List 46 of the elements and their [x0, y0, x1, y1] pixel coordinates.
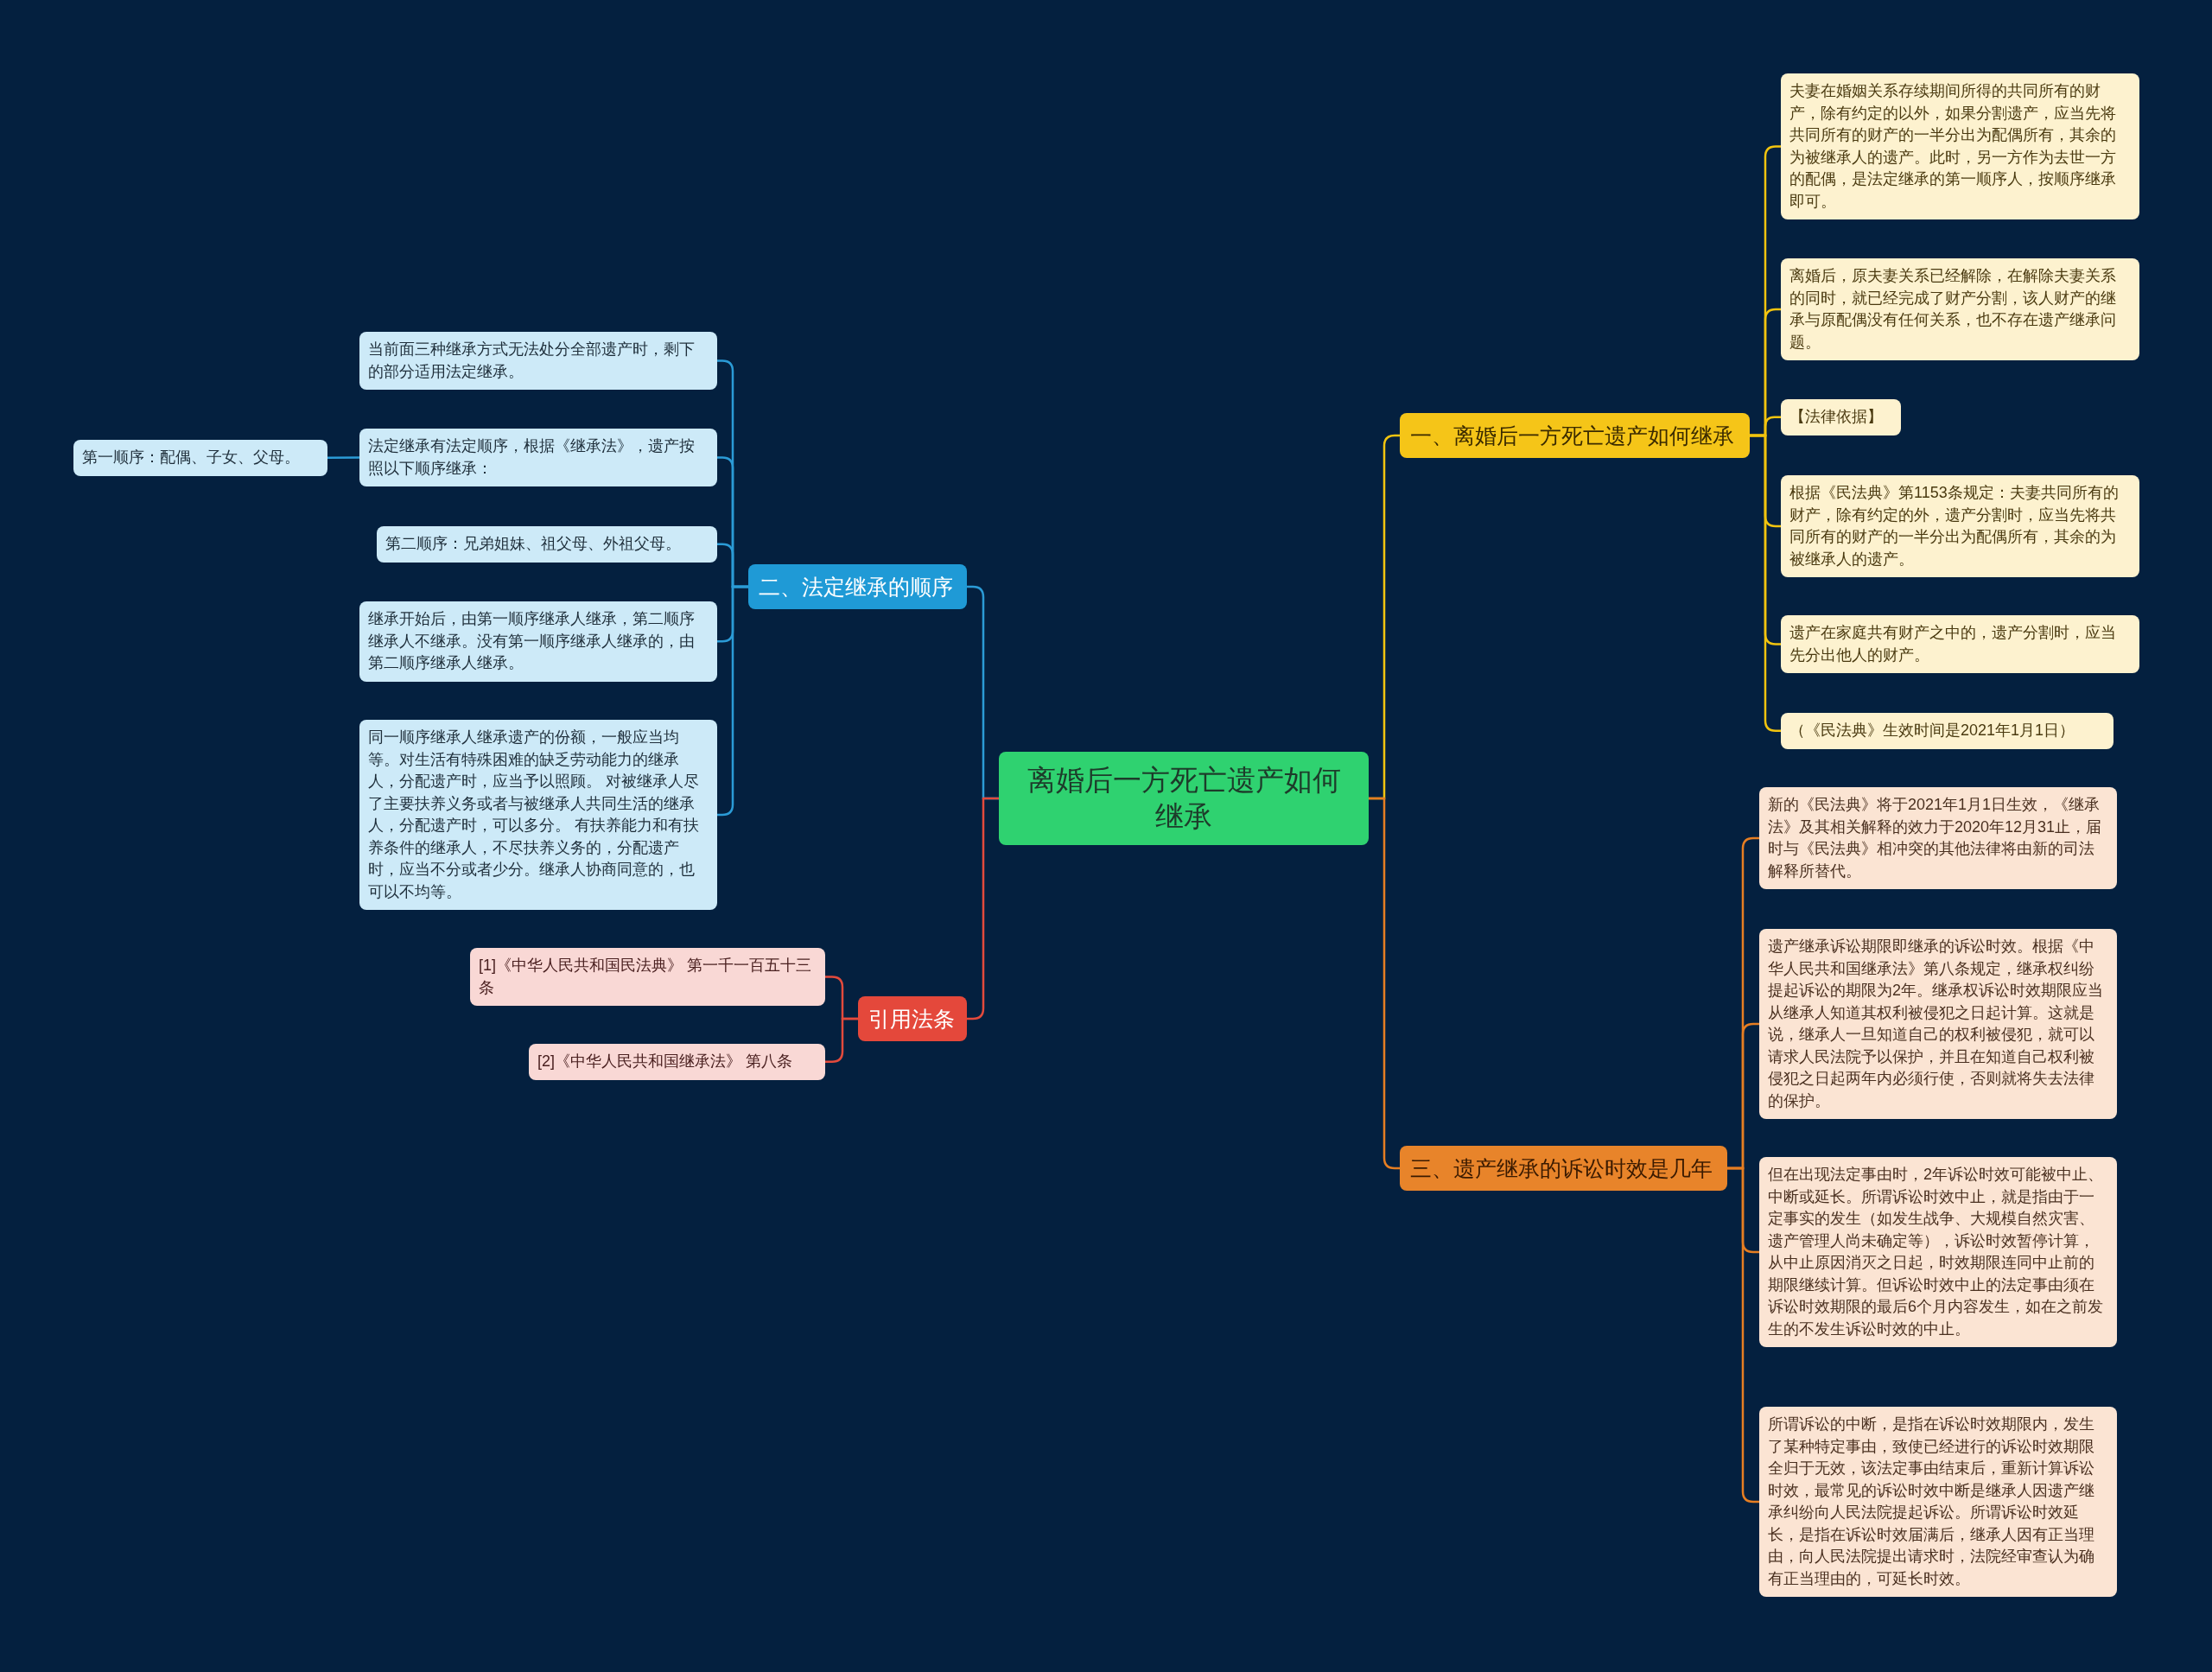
subtopic-box [1781, 258, 2139, 360]
topic-text: [2]《中华人民共和国继承法》 第八条 [537, 1052, 793, 1071]
topic-text: 但在出现法定事由时，2年诉讼时效可能被中止、中断或延长。所谓诉讼时效中止，就是指由于一定事实的发生（如发生战争、大规模自然灾害、遗产管理人尚未确定等），诉讼时效暂停计算，从中止原因消灭之日起，时效期限连同中止前的期限继续计算。但诉讼时效中止的法定事由须在诉讼时效期限的最后6个月内容发生，如在之前发生的不发生诉讼时效的中止。 [1768, 1165, 2104, 1339]
branch-topic-box [1400, 1146, 1727, 1191]
subtopic-box [1759, 1407, 2117, 1597]
subtopic-box [359, 601, 717, 682]
branch-topic-box [748, 564, 967, 609]
subtopic-box [1759, 787, 2117, 889]
subtopic-box [377, 526, 717, 563]
topic-text: 第二顺序：兄弟姐妹、祖父母、外祖父母。 [385, 534, 682, 554]
topic-text: 新的《民法典》将于2021年1月1日生效，《继承法》及其相关解释的效力于2020年12月31止，届时与《民法典》相冲突的其他法律将由新的司法解释所替代。 [1768, 795, 2103, 881]
connector-line [967, 797, 999, 1020]
central-topic-box [999, 752, 1369, 845]
topic-text: 同一顺序继承人继承遗产的份额，一般应当均等。对生活有特殊困难的缺乏劳动能力的继承人，分配遗产时，应当予以照顾。 对被继承人尽了主要扶养义务或者与被继承人共同生活的继承人，分配遗产时，可以多分。 有扶养能力和有扶养条件的继承人，不尽扶养义务的，分配遗产时，应当不分或者少分。继承人协商同意的，也可以不均等。 [368, 728, 700, 902]
topic-text: 第一顺序：配偶、子女、父母。 [82, 448, 301, 467]
branch-topic-box [1400, 413, 1750, 458]
topic-text: 一、离婚后一方死亡遗产如何继承 [1410, 423, 1735, 449]
topic-text: 离婚后，原夫妻关系已经解除，在解除夫妻关系的同时，就已经完成了财产分割，该人财产的继承与原配偶没有任何关系，也不存在遗产继承问题。 [1789, 266, 2117, 353]
connector-line [327, 456, 359, 459]
topic-text: （《民法典》生效时间是2021年1月1日） [1789, 721, 2076, 741]
branch-topic-box [858, 996, 967, 1041]
topic-text: 离婚后一方死亡遗产如何继承 [1026, 763, 1342, 834]
subtopic-box [529, 1044, 825, 1080]
topic-text: 继承开始后，由第一顺序继承人继承，第二顺序继承人不继承。没有第一顺序继承人继承的，由第二顺序继承人继承。 [368, 609, 696, 673]
subtopic-box [1781, 615, 2139, 673]
topic-text: 二、法定继承的顺序 [759, 574, 954, 601]
topic-text: 三、遗产继承的诉讼时效是几年 [1410, 1155, 1713, 1182]
topic-text: 所谓诉讼的中断，是指在诉讼时效期限内，发生了某种特定事由，致使已经进行的诉讼时效期限全归于无效，该法定事由结束后，重新计算诉讼时效，最常见的诉讼时效中断是继承人因遗产继承纠纷向人民法院提起诉讼。所谓诉讼时效延长，是指在诉讼时效届满后，继承人因有正当理由，向人民法院提出请求时，法院经审查认为确有正当理由的，可延长时效。 [1768, 1415, 2095, 1589]
subtopic-box [73, 440, 327, 476]
topic-text: 法定继承有法定顺序，根据《继承法》，遗产按照以下顺序继承： [368, 436, 696, 479]
subtopic-box [1781, 713, 2113, 749]
subtopic-box [1781, 399, 1901, 435]
topic-text: 夫妻在婚姻关系存续期间所得的共同所有的财产，除有约定的以外，如果分割遗产，应当先将共同所有的财产的一半分出为配偶所有，其余的为被继承人的遗产。此时，另一方作为去世一方的配偶，是法定继承的第一顺序人，按顺序继承即可。 [1789, 81, 2117, 212]
connector-line [825, 1017, 858, 1063]
topic-text: 【法律依据】 [1789, 407, 1884, 427]
topic-text: [1]《中华人民共和国民法典》 第一千一百五十三条 [479, 956, 812, 998]
topic-text: 遗产继承诉讼期限即继承的诉讼时效。根据《中华人民共和国继承法》第八条规定，继承权纠纷提起诉讼的期限为2年。继承权诉讼时效期限应当从继承人知道其权利被侵犯之日起计算。这就是说，继承人一旦知道自己的权利被侵犯，就可以请求人民法院予以保护，并且在知道自己权利被侵犯之日起两年内必须行使，否则就将失去法律的保护。 [1768, 937, 2104, 1111]
subtopic-box [359, 429, 717, 486]
topic-text: 根据《民法典》第1153条规定：夫妻共同所有的财产，除有约定的外，遗产分割时，应当先将共同所有的财产的一半分出为配偶所有，其余的为被继承人的遗产。 [1789, 483, 2120, 569]
topic-text: 遗产在家庭共有财产之中的，遗产分割时，应当先分出他人的财产。 [1789, 623, 2117, 665]
subtopic-box [1781, 73, 2139, 219]
topic-text: 当前面三种继承方式无法处分全部遗产时，剩下的部分适用法定继承。 [368, 340, 696, 382]
subtopic-box [1781, 475, 2139, 577]
subtopic-box [359, 332, 717, 390]
topic-text: 引用法条 [868, 1006, 956, 1033]
subtopic-box [470, 948, 825, 1006]
